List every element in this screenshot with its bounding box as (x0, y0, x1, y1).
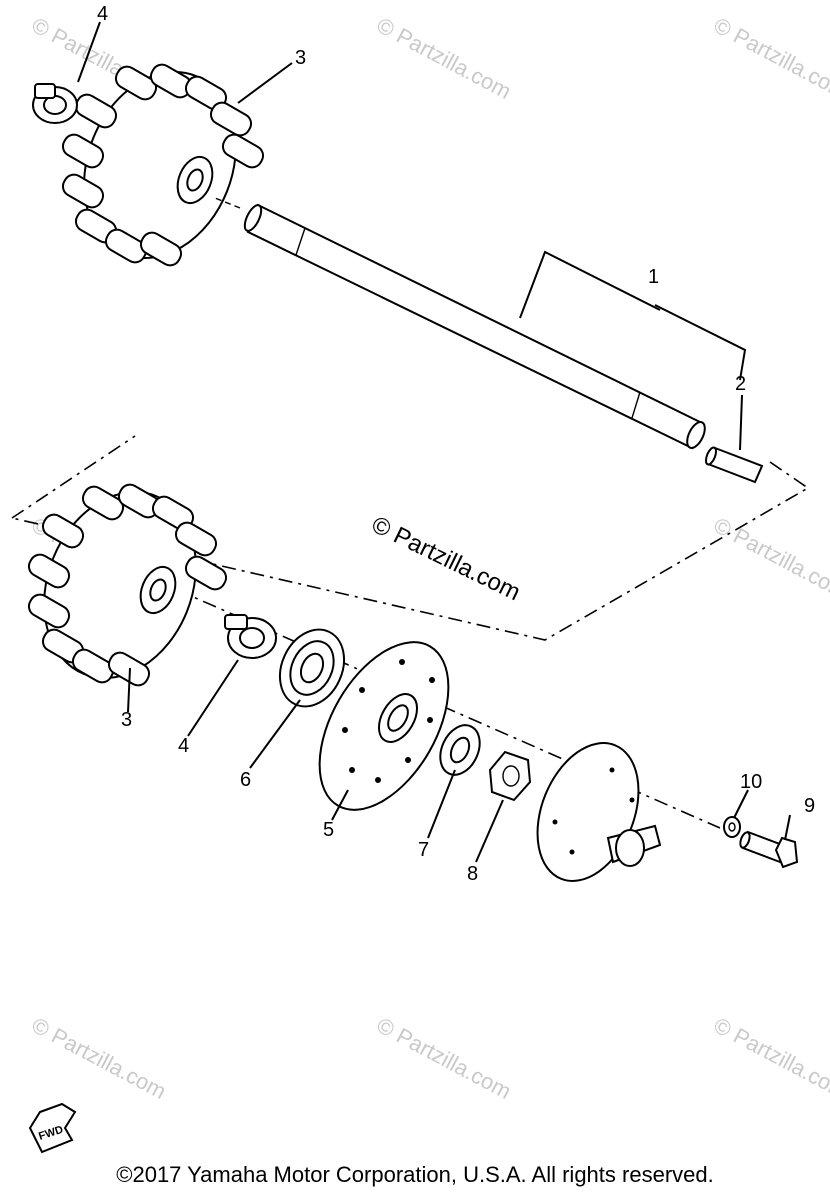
top-sprocket (61, 63, 265, 267)
fwd-arrow-icon: FWD (28, 1102, 77, 1154)
callout-6: 6 (240, 769, 251, 791)
lower-clamp (224, 614, 277, 659)
bolt (739, 830, 799, 869)
lower-sprocket (27, 483, 228, 687)
callout-3-bottom: 3 (121, 709, 132, 731)
flange-plate (318, 641, 450, 811)
callout-9: 9 (804, 795, 815, 817)
watermark: © Partzilla.com (710, 512, 830, 604)
callout-5: 5 (323, 819, 334, 841)
callout-4-bottom: 4 (178, 735, 189, 757)
watermark: © Partzilla.com (28, 1012, 171, 1104)
nut (488, 750, 532, 802)
callout-10: 10 (740, 771, 762, 793)
callout-8: 8 (467, 863, 478, 885)
washer (439, 724, 481, 776)
watermark: © Partzilla.com (710, 1012, 830, 1104)
fwd-label: FWD (37, 1124, 65, 1143)
callout-1-bracket (519, 250, 747, 381)
callout-4-top: 4 (97, 3, 108, 25)
callout-3-top: 3 (295, 47, 306, 69)
callouts: 4 3 1 2 3 4 6 5 7 8 10 9 (97, 3, 815, 885)
assembly-outline (11, 435, 810, 641)
watermark-center: © Partzilla.com (367, 511, 524, 606)
drive-shaft (214, 197, 706, 450)
leader-lines (77, 21, 791, 863)
watermark: © Partzilla.com (373, 12, 516, 104)
copyright-notice: ©2017 Yamaha Motor Corporation, U.S.A. A… (116, 1162, 714, 1187)
callout-2: 2 (735, 373, 746, 395)
hub (536, 742, 662, 882)
bearing (278, 628, 346, 708)
callout-1: 1 (648, 266, 659, 288)
callout-7: 7 (418, 839, 429, 861)
watermark: © Partzilla.com (710, 12, 830, 104)
lock-washer (723, 816, 741, 838)
top-clamp (32, 83, 78, 124)
pin (704, 446, 764, 484)
watermark: © Partzilla.com (373, 1012, 516, 1104)
